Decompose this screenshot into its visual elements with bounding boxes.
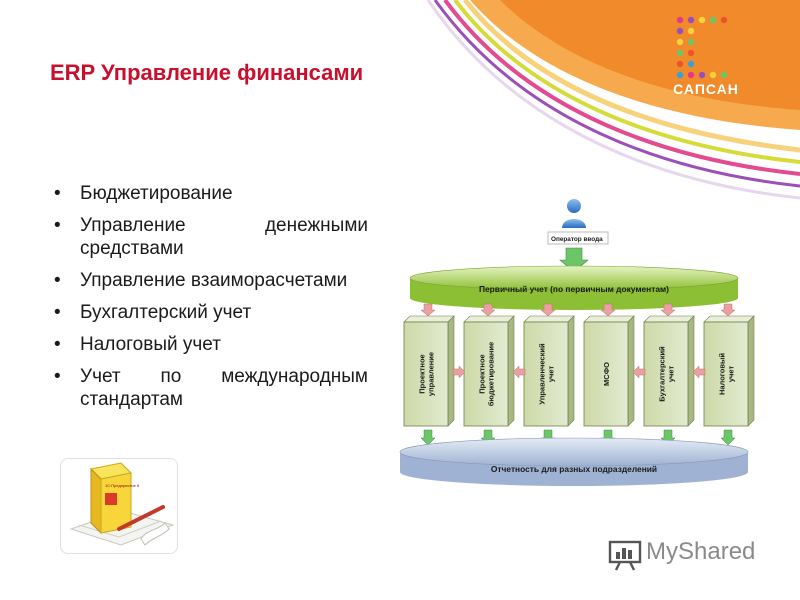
arrow-down-icon — [540, 303, 556, 317]
software-box-icon: 1С:Предприятие 8 — [69, 462, 175, 546]
product-box-label: 1С:Предприятие 8 — [105, 483, 140, 488]
logo-dot — [720, 16, 728, 24]
logo-dot — [676, 16, 684, 24]
bottom-band-label: Отчетность для разных подразделений — [491, 464, 657, 474]
logo-dot — [687, 16, 695, 24]
column-label: Проектноеуправление — [418, 352, 436, 396]
column-label-line: управление — [427, 352, 436, 396]
logo-dot — [687, 60, 695, 68]
column-label: Налоговыйучет — [718, 353, 736, 395]
arrow-side-icon — [692, 365, 706, 379]
top-arrows — [420, 303, 736, 317]
column-label: Управленческийучет — [538, 343, 556, 405]
bullet-dot: • — [54, 215, 61, 236]
column-label-line: учет — [667, 366, 676, 383]
logo-dot — [709, 16, 717, 24]
page-title: ERP Управление финансами — [50, 60, 364, 85]
function-column: Проектноеуправление — [403, 315, 455, 427]
logo-dot — [687, 71, 695, 79]
logo-dot — [698, 16, 706, 24]
list-item: •Управление денежными средствами — [54, 215, 368, 259]
column-label-line: Проектное — [418, 354, 427, 393]
arrow-down-icon — [600, 303, 616, 317]
arrow-down-icon — [720, 429, 736, 446]
function-column: Управленческийучет — [523, 315, 575, 427]
list-item: •Управление взаиморасчетами — [54, 270, 348, 291]
column-label-line: учет — [727, 366, 736, 383]
product-box-image: 1С:Предприятие 8 — [60, 458, 178, 554]
logo-dot — [687, 27, 695, 35]
logo-dot — [676, 38, 684, 46]
myshared-watermark: MyShared — [646, 538, 756, 565]
column-label-line: Бухгалтерский — [658, 346, 667, 402]
column-label: МСФО — [602, 362, 611, 386]
logo-dot — [676, 49, 684, 57]
column-label-line: МСФО — [602, 362, 611, 386]
erp-flow-diagram: Оператор ввода Первичный учет (по первич… — [399, 199, 755, 486]
column-label-line: Налоговый — [718, 353, 727, 395]
operator-node: Оператор ввода — [547, 199, 609, 245]
side-arrows — [452, 365, 706, 379]
list-item: •Налоговый учет — [54, 334, 221, 355]
operator-label: Оператор ввода — [551, 236, 603, 243]
sapsan-logo-icon — [676, 16, 728, 79]
top-band: Первичный учет (по первичным документам) — [409, 265, 739, 310]
logo-dot — [687, 38, 695, 46]
product-logo-mark — [105, 493, 117, 505]
arrow-down-icon — [420, 303, 436, 317]
logo-dot — [687, 49, 695, 57]
arrow-side-icon — [452, 365, 466, 379]
column-label-line: учет — [547, 366, 556, 383]
logo-dot — [709, 71, 717, 79]
column-label-line: Управленческий — [538, 343, 547, 405]
function-column: МСФО — [583, 315, 635, 427]
user-icon — [567, 199, 581, 213]
bullet-list: •Бюджетирование •Управление денежными ср… — [48, 182, 368, 420]
arrow-down-icon — [660, 303, 676, 317]
arrow-side-icon — [632, 365, 646, 379]
bullet-dot: • — [54, 334, 61, 355]
arrow-down-icon — [420, 429, 436, 446]
arrow-side-icon — [512, 365, 526, 379]
list-item: •Бухгалтерский учет — [54, 302, 252, 323]
bullet-dot: • — [54, 183, 61, 204]
bullet-dot: • — [54, 366, 61, 387]
logo-dot — [676, 60, 684, 68]
top-band-label: Первичный учет (по первичным документам) — [479, 284, 669, 294]
column-label-line: Проектное — [478, 354, 487, 393]
arrow-down-icon — [720, 303, 736, 317]
column-label-line: бюджетирование — [487, 342, 496, 406]
bullet-dot: • — [54, 302, 61, 323]
function-column: Бухгалтерскийучет — [643, 315, 695, 427]
function-column: Налоговыйучет — [703, 315, 755, 427]
column-label: Бухгалтерскийучет — [658, 346, 676, 402]
function-column: Проектноебюджетирование — [463, 315, 515, 427]
logo-text: САПСАН — [673, 81, 739, 97]
arrow-down-icon — [480, 303, 496, 317]
user-icon-body — [562, 219, 586, 228]
column-label: Проектноебюджетирование — [478, 342, 496, 406]
logo-dot — [720, 71, 728, 79]
logo-dot — [676, 27, 684, 35]
logo-dot — [698, 71, 706, 79]
bottom-band: Отчетность для разных подразделений — [399, 437, 749, 486]
operator-box — [547, 231, 609, 245]
bullet-dot: • — [54, 270, 61, 291]
list-item: •Бюджетирование — [54, 183, 233, 204]
myshared-watermark-icon — [608, 540, 642, 571]
logo-dot — [676, 71, 684, 79]
list-item: •Учет по международным стандартам — [54, 366, 368, 410]
